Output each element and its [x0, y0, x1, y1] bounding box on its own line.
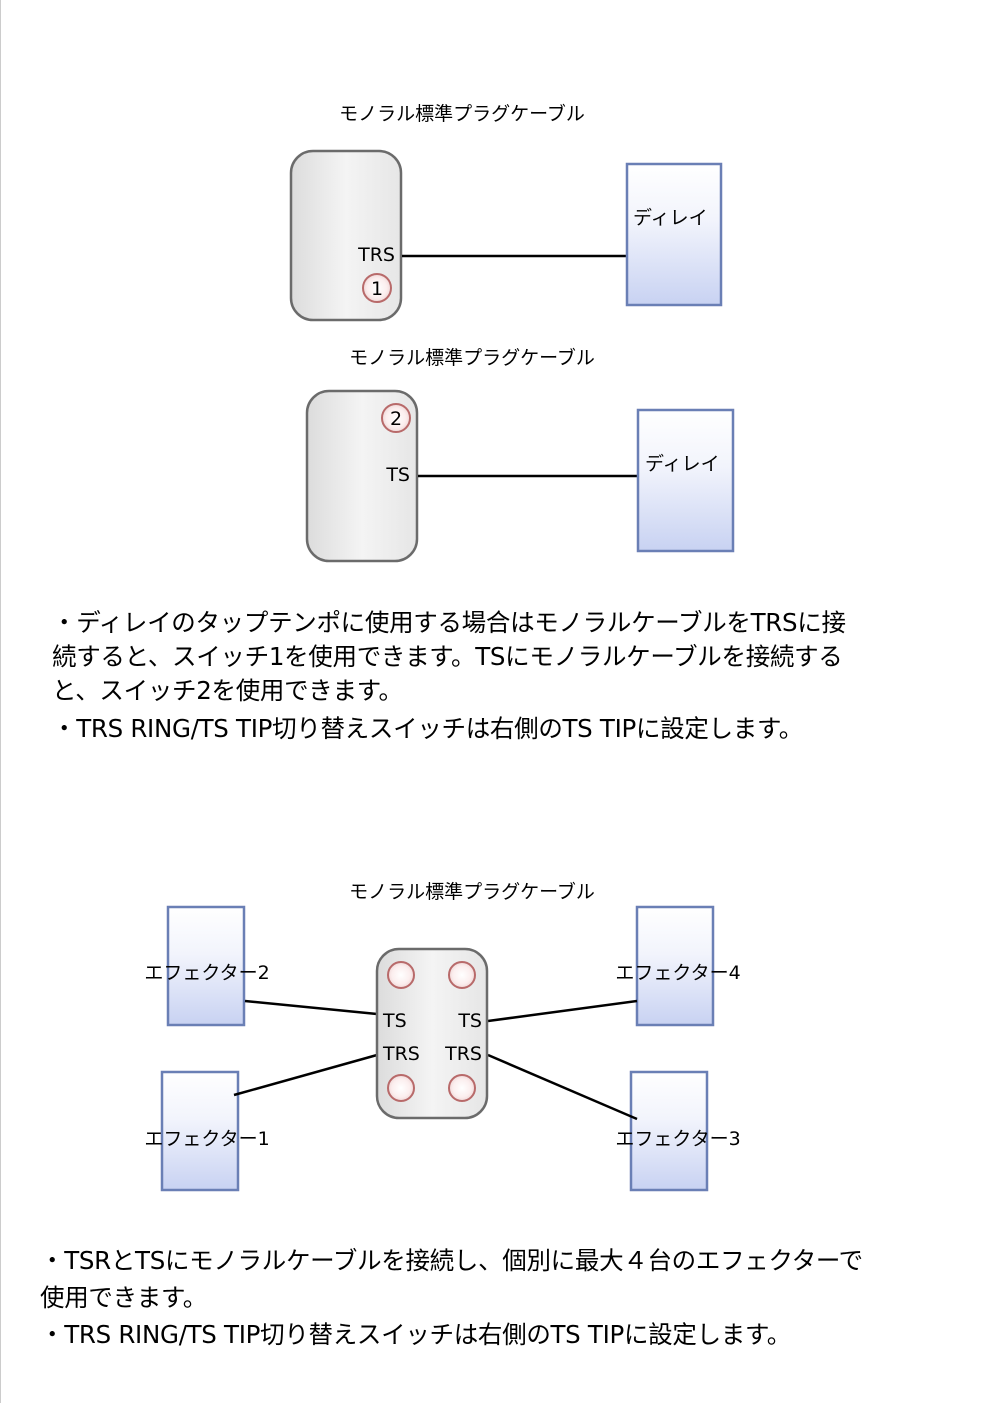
- footswitch: [448, 961, 476, 989]
- note-line: ・ディレイのタップテンポに使用する場合はモノラルケーブルをTRSに接: [52, 608, 846, 637]
- note-line: ・TRS RING/TS TIP切り替えスイッチは右側のTS TIPに設定します…: [40, 1320, 791, 1349]
- effector-1-box: [160, 1070, 240, 1192]
- cable-line: [487, 999, 638, 1023]
- cable-line: [487, 1053, 638, 1121]
- diagram-four-effectors: モノラル標準プラグケーブル TS TS TRS TRS エフェクター2 エフェク…: [144, 880, 741, 1192]
- effector-4-label: エフェクター4: [615, 962, 740, 984]
- diagram-trs-delay: モノラル標準プラグケーブル TRS 1 ディレイ: [289, 102, 723, 322]
- notes-effectors: ・TSRとTSにモノラルケーブルを接続し、個別に最大４台のエフェクターで 使用で…: [40, 1242, 863, 1353]
- delay-label: ディレイ: [645, 453, 720, 475]
- page-border: [0, 0, 1, 1403]
- delay-box: [625, 162, 723, 307]
- note-line: ・TRS RING/TS TIP切り替えスイッチは右側のTS TIPに設定します…: [52, 714, 803, 743]
- effector-2-box: [166, 905, 246, 1027]
- cable-line: [244, 999, 378, 1016]
- right-trs-label: TRS: [444, 1043, 482, 1065]
- note-line: 続すると、スイッチ1を使用できます。TSにモノラルケーブルを接続する: [52, 642, 843, 671]
- cable-title: モノラル標準プラグケーブル: [349, 880, 595, 903]
- footswitch: [387, 1074, 415, 1102]
- note-line: 使用できます。: [40, 1283, 207, 1312]
- footswitch-2: [381, 403, 411, 433]
- left-trs-label: TRS: [382, 1043, 420, 1065]
- note-line: と、スイッチ2を使用できます。: [52, 676, 403, 705]
- switch-number: 2: [390, 408, 402, 430]
- notes-delay: ・ディレイのタップテンポに使用する場合はモノラルケーブルをTRSに接 続すると、…: [52, 606, 846, 746]
- effector-4-box: [635, 905, 715, 1027]
- jack-label: TRS: [357, 244, 395, 266]
- left-ts-label: TS: [382, 1010, 407, 1032]
- footswitch: [387, 961, 415, 989]
- footswitch-1: [362, 273, 392, 303]
- delay-box: [636, 408, 735, 553]
- effector-2-label: エフェクター2: [144, 962, 269, 984]
- effector-1-label: エフェクター1: [144, 1128, 269, 1150]
- cable-title: モノラル標準プラグケーブル: [339, 102, 585, 125]
- diagram-ts-delay: モノラル標準プラグケーブル 2 TS ディレイ: [305, 346, 735, 563]
- footswitch: [448, 1074, 476, 1102]
- right-ts-label: TS: [457, 1010, 482, 1032]
- switch-number: 1: [371, 278, 383, 300]
- effector-3-box: [629, 1070, 709, 1192]
- effector-3-label: エフェクター3: [615, 1128, 740, 1150]
- cable-title: モノラル標準プラグケーブル: [349, 346, 595, 369]
- jack-label: TS: [385, 464, 410, 486]
- cable-line: [233, 1053, 378, 1097]
- delay-label: ディレイ: [633, 207, 708, 229]
- note-line: ・TSRとTSにモノラルケーブルを接続し、個別に最大４台のエフェクターで: [40, 1246, 863, 1275]
- pedal-device: [305, 389, 419, 563]
